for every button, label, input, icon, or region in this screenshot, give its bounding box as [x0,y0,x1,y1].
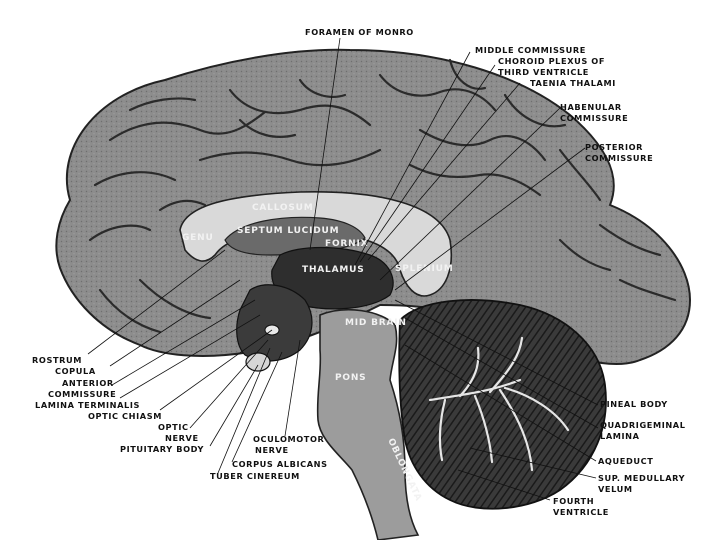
tuber-cinereum-label: TUBER CINEREUM [210,471,300,481]
oculomotor-label: OCULOMOTOR [253,434,325,444]
foramen-of-monro-label: FORAMEN OF MONRO [305,27,414,37]
quadrigeminal-label-2: LAMINA [600,431,640,441]
arbor-vitae [428,336,570,472]
sup-medullary-label: SUP. MEDULLARY [598,473,686,483]
habenular-label-1: HABENULAR [560,102,622,112]
septum-lucidum-label: SEPTUM LUCIDUM [237,226,339,236]
choroid-plexus-label-1: CHOROID PLEXUS OF [498,56,605,66]
septum-lucidum [224,216,366,256]
corpus-albicans-label: CORPUS ALBICANS [232,459,328,469]
pineal-body-label: PINEAL BODY [600,399,668,409]
thalamus-label: THALAMUS [302,265,364,275]
ventricle-label: VENTRICLE [553,507,609,517]
pons-label: PONS [335,373,366,383]
optic-label: OPTIC [158,422,189,432]
callosum-label: CALLOSUM [252,203,314,213]
optic-chiasm-label: OPTIC CHIASM [88,411,162,421]
fornix-label: FORNIX [325,239,368,249]
anterior-label: ANTERIOR [62,378,114,388]
leader-lines [87,37,599,501]
sulci-lines [88,58,677,334]
choroid-plexus-label-2: THIRD VENTRICLE [498,67,589,77]
posterior-commissure-label-2: COMMISSURE [585,153,653,163]
splenium-label: SPLENIUM [395,264,454,274]
posterior-commissure-label-1: POSTERIOR [585,142,643,152]
pituitary-body-label: PITUITARY BODY [120,444,204,454]
oculomotor-nerve-label: NERVE [255,445,289,455]
commissure-label: COMMISSURE [48,389,116,399]
quadrigeminal-label-1: QUADRIGEMINAL [600,420,686,430]
brainstem [316,309,420,540]
corpus-callosum [179,191,453,297]
mid-brain-label: MID BRAIN [345,318,407,328]
aqueduct-label: AQUEDUCT [598,456,653,466]
lamina-terminalis-label: LAMINA TERMINALIS [35,400,140,410]
optic-nerve-label: NERVE [165,433,199,443]
copula-label: COPULA [55,366,96,376]
velum-label: VELUM [598,484,633,494]
taenia-thalami-label: TAENIA THALAMI [530,78,616,88]
middle-commissure-label: MIDDLE COMMISSURE [475,45,586,55]
rostrum-label: ROSTRUM [32,355,82,365]
genu-label: GENU [182,233,214,243]
fourth-label: FOURTH [553,496,594,506]
habenular-label-2: COMMISSURE [560,113,628,123]
hypothalamus-region [236,284,313,362]
